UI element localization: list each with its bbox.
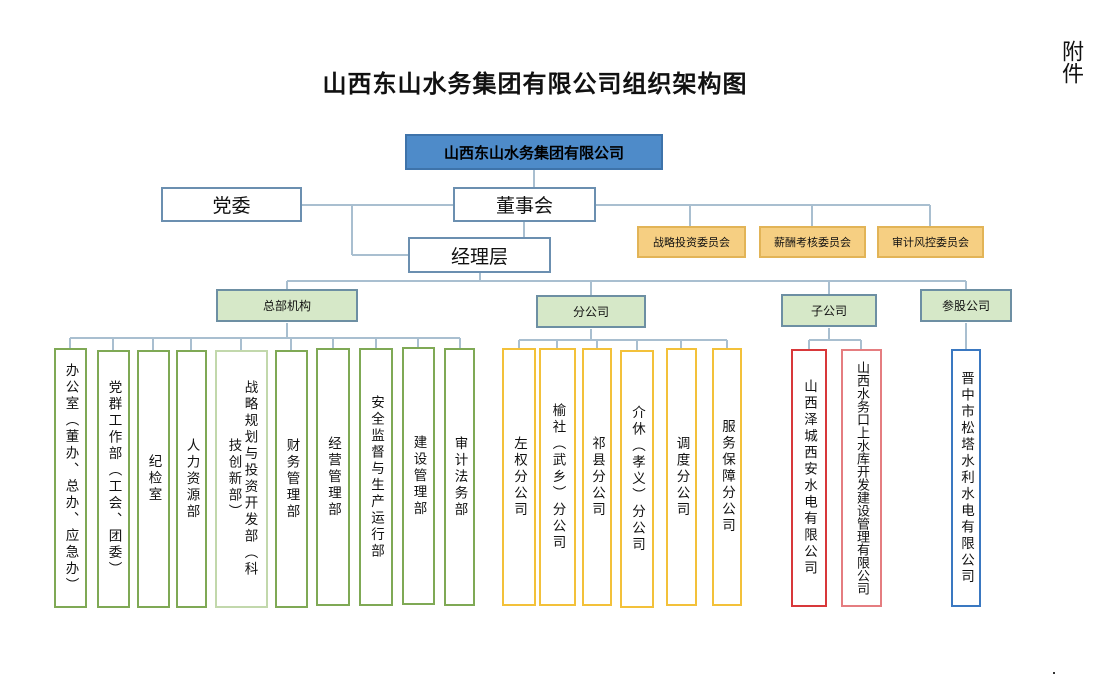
group-equity: 参股公司 — [920, 289, 1012, 322]
equity-songta: 晋中市松塔水利水电有限公司 — [951, 349, 981, 607]
branch-label: 左权分公司 — [511, 435, 527, 519]
branch-qixian: 祁县分公司 — [582, 348, 612, 606]
branch-jiexiu: 介休（孝义）分公司 — [620, 350, 654, 608]
subsidiary-label: 山西水务口上水库开发建设管理有限公司 — [854, 361, 869, 595]
subsidiary-label: 山西泽城西安水电有限公司 — [801, 379, 817, 577]
committee-compensation-appraisal: 薪酬考核委员会 — [759, 226, 866, 258]
hq-dept-label: 经营管理部 — [325, 435, 341, 519]
party-committee-node: 党委 — [161, 187, 302, 222]
hq-dept-safety: 安全监督与生产运行部 — [359, 348, 393, 606]
branch-service: 服务保障分公司 — [712, 348, 742, 606]
management-node: 经理层 — [408, 237, 551, 273]
hq-dept-construction: 建设管理部 — [402, 347, 435, 605]
hq-dept-label: 纪检室 — [145, 454, 162, 504]
hq-dept-label: 办公室（董办、总办、应急办） — [62, 362, 79, 594]
branch-yushe: 榆社（武乡）分公司 — [539, 348, 576, 606]
hq-dept-finance: 财务管理部 — [275, 350, 308, 608]
hq-dept-party-work: 党群工作部（工会、团委） — [97, 350, 130, 608]
branch-zuoquan: 左权分公司 — [502, 348, 536, 606]
hq-dept-label: 审计法务部 — [451, 435, 468, 519]
hq-dept-label: 党群工作部（工会、团委） — [105, 380, 122, 578]
subsidiary-zecheng: 山西泽城西安水电有限公司 — [791, 349, 827, 607]
hq-dept-strategy: 战略规划与投资开发部（科技创新部） — [215, 350, 268, 608]
hq-dept-discipline: 纪检室 — [137, 350, 170, 608]
branch-dispatch: 调度分公司 — [666, 348, 697, 606]
board-node: 董事会 — [453, 187, 596, 222]
hq-dept-office: 办公室（董办、总办、应急办） — [54, 348, 87, 608]
group-branches: 分公司 — [536, 295, 646, 328]
hq-dept-operations: 经营管理部 — [316, 348, 350, 606]
page-title: 山西东山水务集团有限公司组织架构图 — [322, 69, 748, 98]
equity-label: 晋中市松塔水利水电有限公司 — [958, 370, 974, 586]
hq-dept-label: 安全监督与生产运行部 — [368, 394, 384, 560]
branch-label: 榆社（武乡）分公司 — [549, 402, 566, 552]
group-hq: 总部机构 — [216, 289, 358, 322]
hq-dept-label: 人力资源部 — [183, 437, 200, 521]
hq-dept-hr: 人力资源部 — [176, 350, 207, 608]
hq-dept-label: 建设管理部 — [410, 434, 427, 518]
hq-dept-label: 战略规划与投资开发部（科技创新部） — [225, 380, 258, 578]
group-subsidiaries: 子公司 — [781, 294, 877, 327]
attachment-label: 附件 — [1058, 40, 1083, 84]
committee-audit-risk: 审计风控委员会 — [877, 226, 984, 258]
stray-dot — [1053, 672, 1055, 674]
hq-dept-audit-legal: 审计法务部 — [444, 348, 475, 606]
branch-label: 服务保障分公司 — [719, 419, 735, 535]
branch-label: 祁县分公司 — [589, 435, 605, 519]
subsidiary-koushang: 山西水务口上水库开发建设管理有限公司 — [841, 349, 882, 607]
hq-dept-label: 财务管理部 — [283, 437, 300, 521]
branch-label: 介休（孝义）分公司 — [629, 404, 645, 554]
committee-strategy-investment: 战略投资委员会 — [637, 226, 746, 258]
branch-label: 调度分公司 — [673, 435, 690, 519]
root-company-node: 山西东山水务集团有限公司 — [405, 134, 663, 170]
